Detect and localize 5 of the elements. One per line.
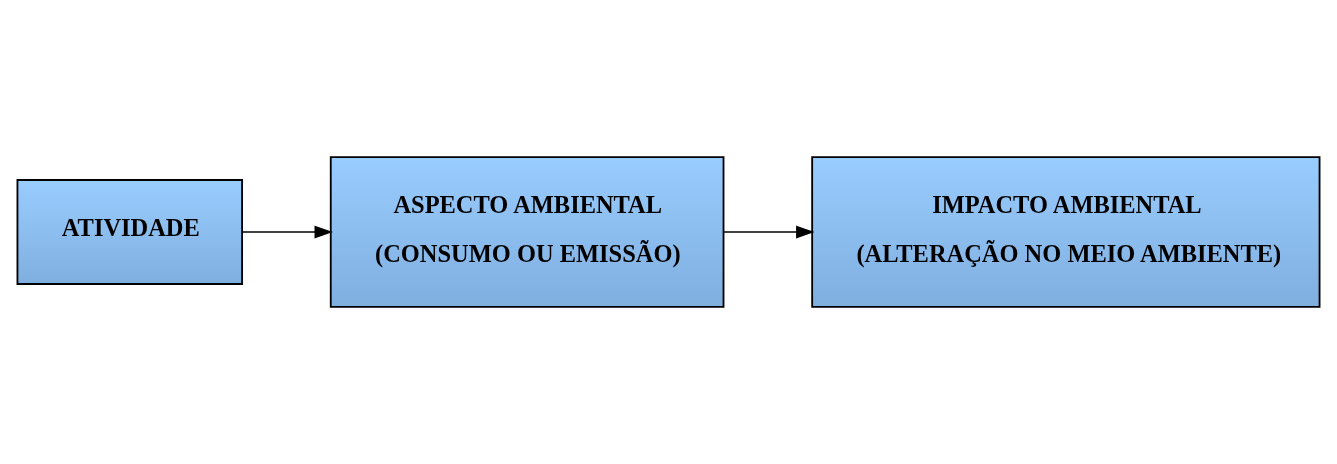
node-box: ATIVIDADE (16, 179, 243, 285)
node-box: ASPECTO AMBIENTAL (CONSUMO OU EMISSÃO) (329, 156, 725, 308)
arrow (241, 225, 333, 239)
arrow (723, 225, 815, 239)
node-box: IMPACTO AMBIENTAL (ALTERAÇÃO NO MEIO AMBIENTE) (811, 156, 1321, 308)
